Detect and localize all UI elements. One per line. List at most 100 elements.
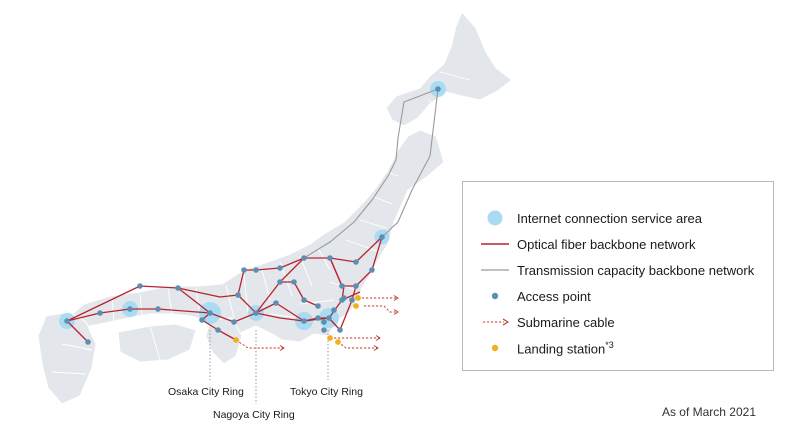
transmission-line-icon bbox=[481, 269, 509, 271]
prefecture-border bbox=[345, 239, 381, 253]
fiber-line-icon bbox=[481, 243, 509, 245]
access-point-dot bbox=[339, 283, 345, 289]
access-point-dot bbox=[215, 327, 221, 333]
access-point-dot bbox=[339, 297, 345, 303]
landing-station-icon bbox=[491, 344, 499, 352]
fiber-line bbox=[66, 320, 89, 343]
access-point-dot bbox=[321, 327, 327, 333]
transmission-line bbox=[303, 88, 439, 259]
access-point-dot bbox=[137, 283, 143, 289]
submarine-cable bbox=[235, 339, 284, 349]
service-area-icon bbox=[487, 210, 503, 226]
japan-landmass bbox=[37, 11, 513, 405]
submarine-cable-icon bbox=[483, 318, 510, 326]
prefecture-border bbox=[359, 219, 387, 229]
access-point-dot bbox=[85, 339, 91, 345]
hokkaido-island bbox=[385, 11, 513, 127]
access-point-dot bbox=[273, 300, 279, 306]
prefecture-border bbox=[269, 313, 301, 319]
access-point-icon bbox=[491, 292, 499, 300]
access-point-dot bbox=[326, 315, 332, 321]
submarine-arrow bbox=[373, 345, 379, 351]
submarine-arrow bbox=[279, 345, 285, 351]
prefecture-border bbox=[317, 247, 331, 271]
legend-label-transmission: Transmission capacity backbone network bbox=[517, 262, 755, 278]
legend-fiber: Optical fiber backbone network bbox=[463, 231, 773, 257]
legend-transmission: Transmission capacity backbone network bbox=[463, 257, 773, 283]
fiber-line bbox=[66, 285, 211, 322]
access-point-dot bbox=[241, 267, 247, 273]
prefecture-border bbox=[139, 293, 143, 319]
fiber-line bbox=[329, 236, 383, 287]
access-point-dot bbox=[337, 327, 343, 333]
prefecture-border bbox=[111, 297, 115, 323]
access-point-dot bbox=[321, 319, 327, 325]
tokyo-city-ring-label: Tokyo City Ring bbox=[290, 386, 363, 398]
osaka-city-ring-label: Osaka City Ring bbox=[168, 386, 244, 398]
submarine-arrow bbox=[393, 295, 399, 301]
access-point-dot bbox=[207, 310, 213, 316]
map-legend: Internet connection service area Optical… bbox=[462, 181, 774, 371]
fiber-line bbox=[280, 281, 319, 307]
legend-submarine: Submarine cable bbox=[463, 309, 773, 335]
prefecture-border bbox=[149, 325, 161, 361]
access-point-dot bbox=[291, 279, 297, 285]
access-points bbox=[64, 86, 441, 345]
landing-station-dot bbox=[233, 337, 239, 343]
as-of-date: As of March 2021 bbox=[661, 405, 756, 419]
fiber-line bbox=[201, 312, 237, 341]
access-point-dot bbox=[253, 267, 259, 273]
access-point-dot bbox=[349, 297, 355, 303]
access-point-dot bbox=[175, 285, 181, 291]
legend-label-submarine: Submarine cable bbox=[517, 314, 615, 330]
access-point-dot bbox=[301, 318, 307, 324]
prefecture-border bbox=[299, 299, 335, 305]
access-point-dot bbox=[315, 315, 321, 321]
access-point-dot bbox=[64, 318, 70, 324]
access-point-dot bbox=[301, 297, 307, 303]
submarine-arrow bbox=[393, 309, 399, 315]
prefecture-border bbox=[225, 285, 235, 319]
landing-station-text: Landing station bbox=[517, 341, 606, 357]
submarine-cable bbox=[364, 305, 398, 313]
legend-service-area: Internet connection service area bbox=[463, 205, 773, 231]
access-point-dot bbox=[301, 255, 307, 261]
fiber-line bbox=[244, 257, 305, 271]
access-point-dot bbox=[277, 265, 283, 271]
access-point-dot bbox=[127, 306, 133, 312]
legend-label-access-point: Access point bbox=[517, 288, 591, 304]
prefecture-border bbox=[439, 71, 471, 81]
access-point-dot bbox=[353, 259, 359, 265]
access-point-dot bbox=[235, 292, 241, 298]
legend-label-fiber: Optical fiber backbone network bbox=[517, 236, 696, 252]
fiber-line bbox=[328, 285, 357, 331]
prefecture-border bbox=[243, 275, 249, 313]
landing-station-dot bbox=[353, 303, 359, 309]
prefecture-border bbox=[51, 371, 87, 375]
submarine-arrow bbox=[375, 335, 381, 341]
access-point-dot bbox=[331, 307, 337, 313]
prefecture-border bbox=[261, 269, 271, 301]
access-point-dot bbox=[277, 279, 283, 285]
access-point-dot bbox=[315, 303, 321, 309]
transmission-lines bbox=[303, 88, 439, 259]
access-point-dot bbox=[253, 310, 259, 316]
access-point-dot bbox=[231, 319, 237, 325]
access-point-dot bbox=[435, 86, 441, 92]
prefecture-border bbox=[427, 99, 453, 117]
landing-station-dot bbox=[335, 339, 341, 345]
prefecture-border bbox=[61, 343, 93, 351]
access-point-dot bbox=[199, 317, 205, 323]
access-point-dot bbox=[327, 255, 333, 261]
landing-station-dot bbox=[355, 295, 361, 301]
landing-station-footnote: *3 bbox=[605, 339, 614, 350]
fiber-line bbox=[237, 269, 245, 296]
legend-access-point: Access point bbox=[463, 283, 773, 309]
landing-station-dot bbox=[327, 335, 333, 341]
legend-label-landing-station: Landing station*3 bbox=[517, 340, 614, 356]
access-point-dot bbox=[379, 234, 385, 240]
access-point-dot bbox=[353, 283, 359, 289]
prefecture-border bbox=[299, 255, 313, 287]
access-point-dot bbox=[155, 306, 161, 312]
